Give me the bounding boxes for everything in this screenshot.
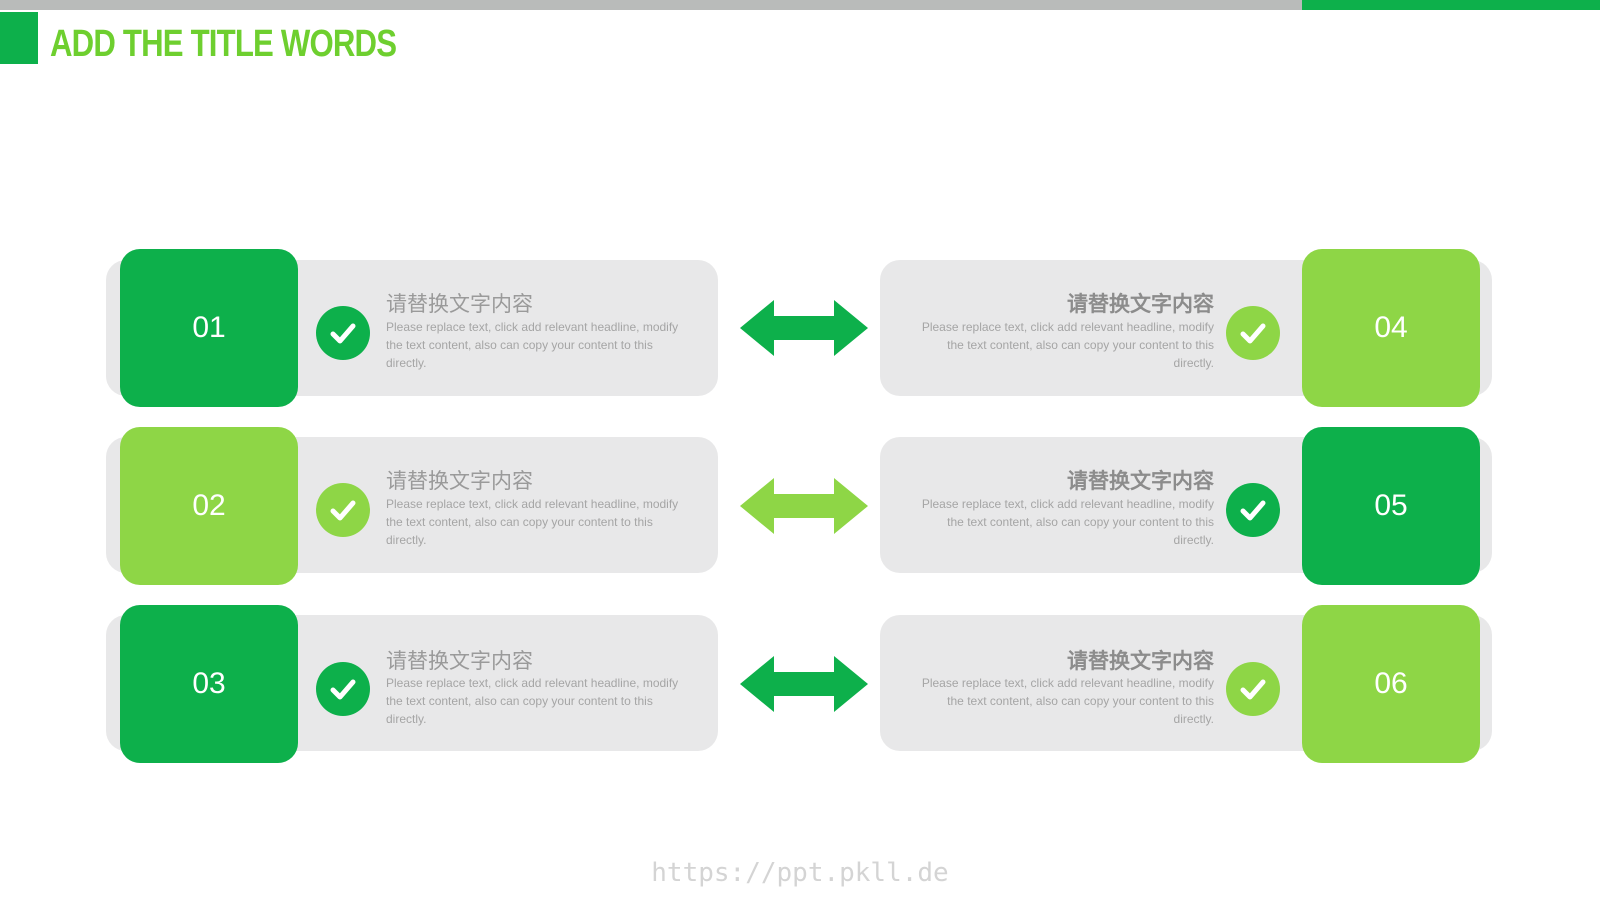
page-title: ADD THE TITLE WORDS: [50, 23, 397, 65]
item-description: Please replace text, click add relevant …: [386, 497, 679, 547]
number-box-05: 05: [1302, 427, 1480, 585]
double-arrow-icon: [740, 478, 868, 534]
check-circle-icon: [1226, 483, 1280, 537]
item-heading: 请替换文字内容: [1067, 292, 1214, 316]
check-circle-icon: [316, 306, 370, 360]
item-heading: 请替换文字内容: [386, 469, 533, 493]
number-box-06: 06: [1302, 605, 1480, 763]
item-description: Please replace text, click add relevant …: [921, 676, 1214, 726]
number-box-01: 01: [120, 249, 298, 407]
item-heading: 请替换文字内容: [386, 649, 533, 673]
double-arrow-icon: [740, 300, 868, 356]
item-description: Please replace text, click add relevant …: [921, 497, 1214, 547]
item-description: Please replace text, click add relevant …: [921, 320, 1214, 370]
number-box-03: 03: [120, 605, 298, 763]
check-circle-icon: [316, 662, 370, 716]
footer-url: https://ppt.pkll.de: [651, 858, 949, 888]
item-heading: 请替换文字内容: [1067, 649, 1214, 673]
title-accent-block: [0, 12, 38, 64]
top-bar-green: [1302, 0, 1600, 10]
top-bar-gray: [0, 0, 1302, 10]
number-box-04: 04: [1302, 249, 1480, 407]
check-circle-icon: [1226, 662, 1280, 716]
item-description: Please replace text, click add relevant …: [386, 676, 679, 726]
item-description: Please replace text, click add relevant …: [386, 320, 679, 370]
check-circle-icon: [316, 483, 370, 537]
number-box-02: 02: [120, 427, 298, 585]
item-heading: 请替换文字内容: [1067, 469, 1214, 493]
item-heading: 请替换文字内容: [386, 292, 533, 316]
check-circle-icon: [1226, 306, 1280, 360]
double-arrow-icon: [740, 656, 868, 712]
